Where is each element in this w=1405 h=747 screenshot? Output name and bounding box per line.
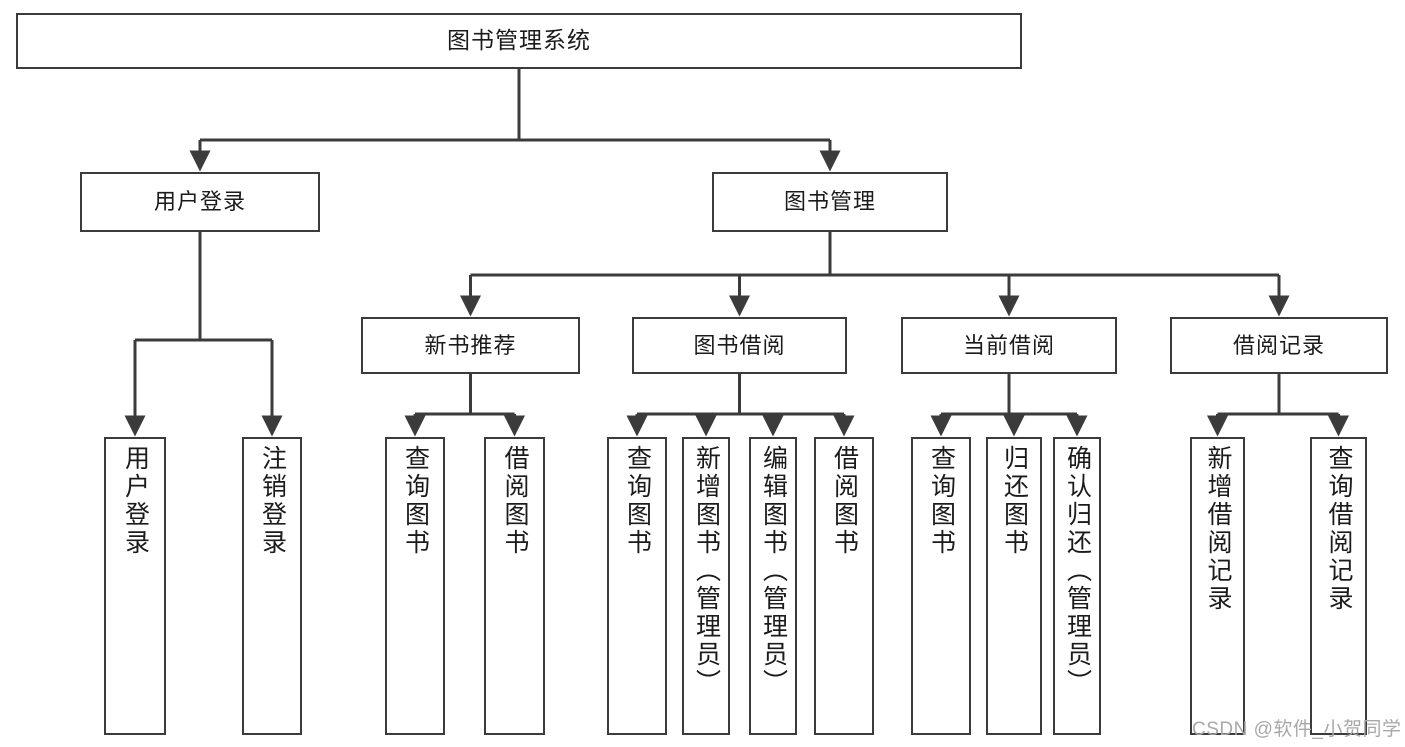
node-label: 借阅记录 [1232,332,1325,358]
node-leaf-10[interactable]: 确认归还（管理员） [1053,437,1101,735]
node-leaf-8[interactable]: 查询图书 [911,437,971,735]
node-label: 新增借阅记录 [1204,445,1232,613]
node-label: 图书管理系统 [447,27,591,54]
node-leaf-4[interactable]: 查询图书 [607,437,667,735]
node-leaf-11[interactable]: 新增借阅记录 [1190,437,1245,735]
node-leaf-7[interactable]: 借阅图书 [814,437,874,735]
node-label: 确认归还（管理员） [1063,445,1092,697]
node-level2-1[interactable]: 图书借阅 [632,317,847,374]
node-leaf-0[interactable]: 用户登录 [104,437,166,735]
node-leaf-9[interactable]: 归还图书 [986,437,1042,735]
node-root-图书管理系统[interactable]: 图书管理系统 [16,13,1022,69]
node-level2-3[interactable]: 借阅记录 [1170,317,1388,374]
node-level2-2[interactable]: 当前借阅 [901,317,1117,374]
node-leaf-6[interactable]: 编辑图书（管理员） [749,437,797,735]
node-leaf-1[interactable]: 注销登录 [242,437,302,735]
node-label: 查询图书 [927,445,956,557]
node-label: 图书借阅 [693,332,786,358]
node-label: 用户登录 [121,445,150,557]
node-leaf-2[interactable]: 查询图书 [385,437,445,735]
node-label: 查询图书 [623,445,652,557]
node-label: 用户登录 [153,189,246,215]
node-leaf-12[interactable]: 查询借阅记录 [1310,437,1367,735]
node-label: 借阅图书 [501,445,529,557]
node-leaf-3[interactable]: 借阅图书 [484,437,545,735]
node-label: 当前借阅 [962,332,1055,358]
node-level1-1[interactable]: 图书管理 [712,172,948,232]
node-level1-0[interactable]: 用户登录 [80,172,320,232]
node-label: 新增图书（管理员） [692,445,721,697]
node-label: 图书管理 [783,189,876,215]
node-label: 查询图书 [401,445,430,557]
csdn-watermark: CSDN @软件_小贺同学 [1192,719,1402,740]
node-label: 借阅图书 [830,445,859,557]
node-level2-0[interactable]: 新书推荐 [361,317,580,374]
node-label: 编辑图书（管理员） [759,445,788,697]
node-leaf-5[interactable]: 新增图书（管理员） [682,437,730,735]
node-label: 归还图书 [1000,445,1029,557]
node-label: 新书推荐 [424,332,517,358]
node-label: 注销登录 [258,445,287,557]
node-label: 查询借阅记录 [1325,445,1353,613]
